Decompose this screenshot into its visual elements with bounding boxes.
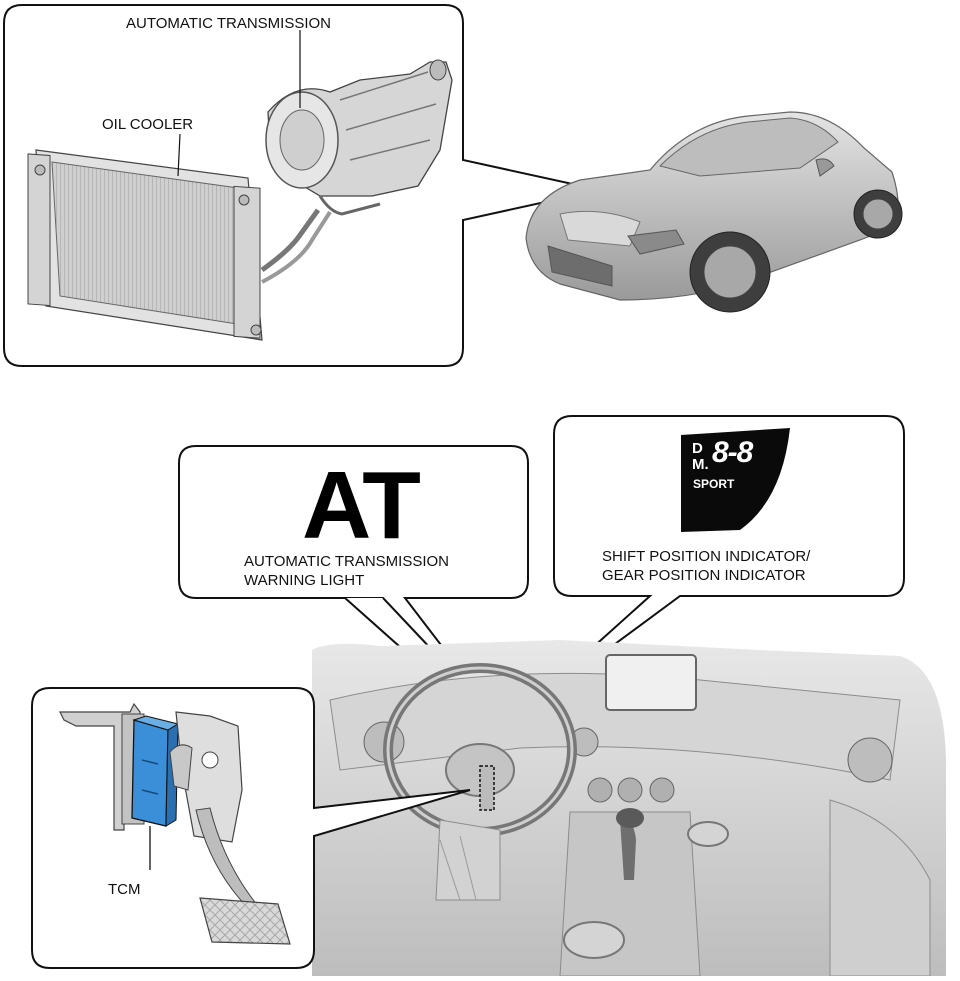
indicator-label-line1: SHIFT POSITION INDICATOR/ [602,548,811,565]
lcd-m-letter: M. [692,456,709,473]
brake-pedal-illustration [169,711,291,945]
tcm-label: TCM [108,881,141,898]
oil-cooler-leader [177,133,181,177]
warning-light-label-line1: AUTOMATIC TRANSMISSION [244,553,450,570]
car-illustration [525,111,903,313]
automatic-transmission-illustration [265,59,453,216]
lcd-panel [681,428,790,532]
automatic-transmission-label: AUTOMATIC TRANSMISSION [126,15,332,32]
lcd-d-letter: D [692,440,703,457]
at-warning-symbol: AT [302,452,421,559]
lcd-sport-mode: SPORT [693,477,735,491]
lcd-gear-digits: 8-8 [712,436,753,469]
tcm-location-marker [479,765,495,811]
oil-cooler-label: OIL COOLER [102,116,194,133]
cabin-illustration [312,640,946,977]
center-display [605,654,697,711]
oil-cooler-illustration [27,149,332,341]
indicator-label-line2: GEAR POSITION INDICATOR [602,567,806,584]
warning-light-label-line2: WARNING LIGHT [244,572,365,589]
